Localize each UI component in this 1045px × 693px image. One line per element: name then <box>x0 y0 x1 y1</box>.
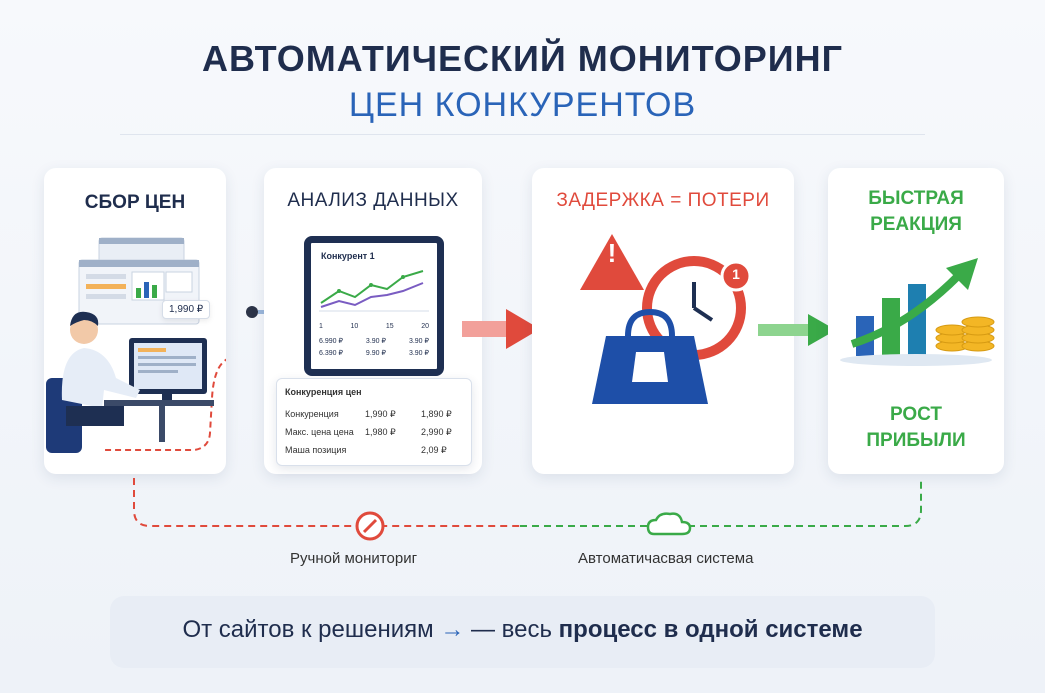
screen-cell: 3.90 ₽ <box>365 338 386 345</box>
price-line-chart <box>319 270 429 312</box>
screen-row: 6.990 ₽ 3.90 ₽ 3.90 ₽ <box>319 337 429 345</box>
auto-system-label: Автоматичасвая система <box>578 550 754 567</box>
tick-label: 15 <box>385 323 394 330</box>
growth-chart-illustration <box>840 258 995 366</box>
person-at-computer-illustration <box>46 237 226 453</box>
red-arrow-icon <box>462 309 540 349</box>
notification-badge: 1 <box>732 266 740 282</box>
tick-label: 10 <box>350 323 359 330</box>
summary-text: От сайтов к решениям → — весь процесс в … <box>110 616 935 644</box>
card-collect: СБОР ЦЕН 1,990 ₽ <box>44 168 226 474</box>
card-reaction-title-2: РЕАКЦИЯ <box>870 214 962 235</box>
analysis-monitor: Конкурент 1 1 10 15 20 6.990 ₽ 3.90 ₽ 3.… <box>304 236 444 376</box>
screen-row: 6.390 ₽ 9.90 ₽ 3.90 ₽ <box>319 349 429 357</box>
card-delay-title: ЗАДЕРЖКА = ПОТЕРИ <box>556 190 770 211</box>
warning-icon <box>580 234 644 290</box>
alert-glyph: ! <box>607 238 617 268</box>
card-reaction-footer-2: ПРИБЫЛИ <box>866 430 966 451</box>
row-value: 2,990 ₽ <box>421 427 452 437</box>
screen-cell: 3.90 ₽ <box>408 350 429 357</box>
card-collect-title: СБОР ЦЕН <box>84 192 186 213</box>
screen-cell: 9.90 ₽ <box>365 350 386 357</box>
manual-monitoring-label: Ручной мониториг <box>290 550 418 567</box>
row-value: 1,990 ₽ <box>365 409 396 419</box>
row-value: 2,09 ₽ <box>421 445 447 455</box>
page-subtitle: ЦЕН КОНКУРЕНТОВ <box>348 86 697 124</box>
competitor-label: Конкурент 1 <box>321 251 375 261</box>
card-analysis-title: АНАЛИЗ ДАННЫХ <box>287 190 459 211</box>
row-label: Маша позиция <box>285 445 347 455</box>
row-value: 1,980 ₽ <box>365 427 396 437</box>
axis-ticks: 1 10 15 20 <box>319 323 429 330</box>
summary-text-plain: От сайтов к решениям <box>182 616 434 643</box>
price-table: Конкуренция цен Конкуренция 1,990 ₽ 1,89… <box>276 378 472 466</box>
flow-lines <box>133 478 922 541</box>
price-table-title: Конкуренция цен <box>285 387 362 397</box>
green-arrow-icon <box>758 314 836 346</box>
tick-label: 1 <box>319 323 323 330</box>
screen-cell: 6.990 ₽ <box>319 338 343 345</box>
table-row: Макс. цена цена 1,980 ₽ 2,990 ₽ <box>285 427 463 437</box>
arrow-right-icon: → <box>440 616 465 643</box>
screen-cell: 6.390 ₽ <box>319 350 343 357</box>
card-reaction-footer-1: РОСТ <box>889 404 943 425</box>
card-reaction: БЫСТРАЯ РЕАКЦИЯ РОСТ ПРИБЫЛИ <box>828 168 1004 474</box>
page-title: АВТОМАТИЧЕСКИЙ МОНИТОРИНГ <box>201 38 844 79</box>
delay-illustration <box>580 234 752 404</box>
price-tag: 1,990 ₽ <box>162 300 211 319</box>
divider <box>120 134 925 135</box>
summary-text-mid: — весь <box>464 616 559 643</box>
screen-cell: 3.90 ₽ <box>408 338 429 345</box>
summary-banner: От сайтов к решениям → — весь процесс в … <box>110 596 935 668</box>
row-label: Макс. цена цена <box>285 427 354 437</box>
row-label: Конкуренция <box>285 409 339 419</box>
row-value: 1,890 ₽ <box>421 409 452 419</box>
table-row: Маша позиция 2,09 ₽ <box>285 445 463 455</box>
tick-label: 20 <box>421 323 429 330</box>
card-reaction-title-1: БЫСТРАЯ <box>868 188 964 209</box>
card-delay: ЗАДЕРЖКА = ПОТЕРИ ! 1 <box>532 168 794 474</box>
card-analysis: АНАЛИЗ ДАННЫХ Конкурент 1 1 10 15 20 6.9… <box>264 168 482 474</box>
summary-text-bold: процесс в одной системе <box>558 616 863 643</box>
table-row: Конкуренция 1,990 ₽ 1,890 ₽ <box>285 409 463 419</box>
